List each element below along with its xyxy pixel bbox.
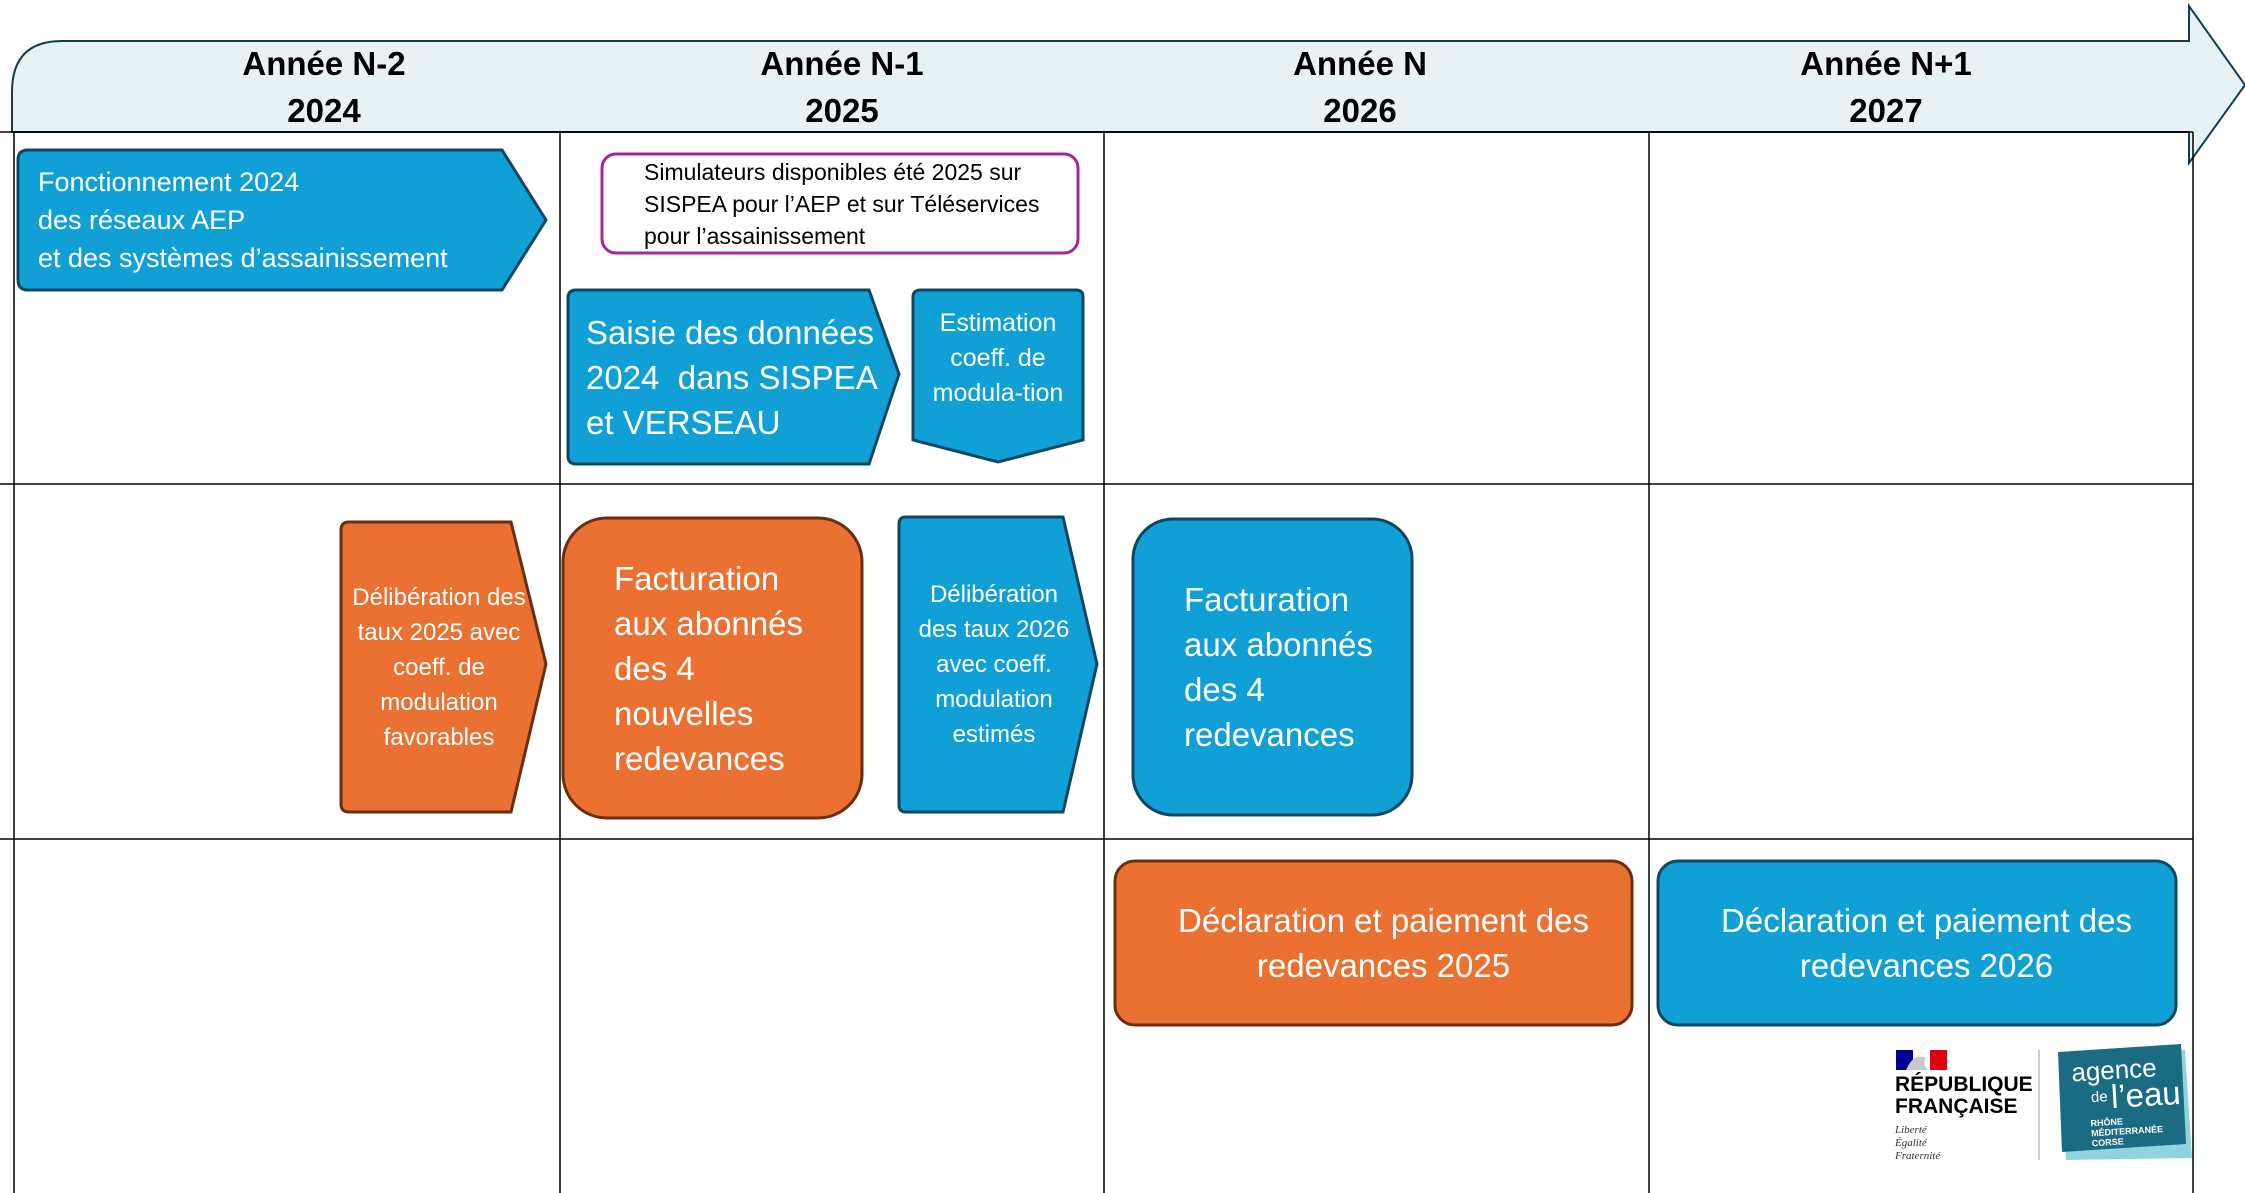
box-line: Estimation [939,309,1057,337]
facturation-nouvelles-box: Facturation aux abonnés des 4 nouvelles … [614,518,862,818]
header-col-n: Année N 2026 [1198,40,1522,134]
box-line: SISPEA pour l’AEP et sur Téléservices [644,190,1040,217]
header-label: Année N-1 [760,45,924,82]
box-line: favorables [383,723,495,751]
box-line: et VERSEAU [586,403,781,441]
box-line: modula-tion [932,379,1064,407]
marianne-icon [1896,1050,1947,1070]
box-line: redevances [1184,716,1355,753]
rf-motto-line: Égalité [1895,1137,1927,1149]
box-line: Déclaration et paiement des [1178,902,1589,939]
box-line: des 4 [1184,671,1265,708]
saisie-shape [566,288,901,466]
box-line: des taux 2026 [918,616,1070,643]
deliberation-2026-box: Délibération des taux 2026 avec coeff. m… [899,517,1089,812]
timeline-arrow [11,2,2245,167]
box-line: estimés [952,721,1036,748]
box-line: coeff. de [950,344,1046,372]
agence-eau-logo-shape [2058,1044,2192,1160]
box-line: coeff. de [393,653,485,681]
header-col-n+1: Année N+1 2027 [1724,40,2048,134]
box-line: redevances 2026 [1799,947,2054,984]
header-year: 2027 [1849,92,1923,129]
deliberation-2025-box: Délibération des taux 2025 avec coeff. d… [334,522,544,812]
box-line: Fonctionnement 2024 [38,167,300,197]
fonctionnement-box: Fonctionnement 2024 des réseaux AEP et d… [38,150,508,290]
simulateurs-shape [600,152,1080,255]
box-line: Délibération [929,581,1059,608]
rf-line-1: RÉPUBLIQUE [1895,1073,2033,1096]
header-label: Année N+1 [1800,45,1972,82]
agence-leau: l’eau [2109,1073,2182,1116]
simulateurs-box: Simulateurs disponibles été 2025 sur SIS… [644,154,1074,253]
declaration-2025-shape [1113,859,1634,1027]
header-year: 2024 [287,92,361,129]
facturation-4-box: Facturation aux abonnés des 4 redevances [1184,519,1412,815]
box-line: pour l’assainissement [644,222,866,249]
box-line: redevances [614,739,785,777]
box-line: des 4 [614,649,695,687]
declaration-2026-shape [1656,859,2178,1027]
box-line: Simulateurs disponibles été 2025 sur [644,158,1022,185]
box-line: et des systèmes d’assainissement [38,243,448,273]
fonctionnement-shape [16,148,548,292]
box-line: des réseaux AEP [38,205,246,235]
box-line: taux 2025 avec [357,618,521,646]
header-year: 2026 [1323,92,1397,129]
deliberation-2025-shape [339,520,548,814]
box-line: Facturation [614,559,780,597]
republique-francaise-logo: RÉPUBLIQUE FRANÇAISE Liberté Égalité Fra… [1895,1074,2035,1163]
saisie-box: Saisie des données 2024 dans SISPEA et V… [586,290,886,464]
estimation-shape [911,288,1085,464]
rf-line-2: FRANÇAISE [1895,1095,2018,1118]
box-line: aux abonnés [1184,626,1373,663]
declaration-2025-box: Déclaration et paiement des redevances 2… [1115,861,1652,1025]
header-label: Année N-2 [242,45,406,82]
deliberation-2026-shape [897,515,1099,814]
agence-de: de [2090,1088,2109,1107]
box-line: avec coeff. [936,651,1052,678]
rf-motto-line: Liberté [1895,1124,1927,1136]
agence-eau-logo: agence de l’eau RHÔNE MÉDITERRANÉE CORSE [2062,1043,2188,1150]
rf-motto: Liberté Égalité Fraternité [1895,1124,2035,1163]
rf-motto-line: Fraternité [1895,1150,1941,1162]
box-line: Saisie des données [586,313,875,351]
box-line: nouvelles [614,694,754,732]
box-line: Facturation [1184,581,1350,618]
facturation-4-shape [1131,517,1414,817]
estimation-box: Estimation coeff. de modula-tion [913,306,1083,446]
box-line: Déclaration et paiement des [1721,902,2132,939]
box-line: 2024 dans SISPEA [586,358,878,396]
header-col-n-2: Année N-2 2024 [162,40,486,134]
header-label: Année N [1293,45,1427,82]
agence-region: RHÔNE MÉDITERRANÉE CORSE [2090,1114,2164,1148]
box-line: modulation [380,688,498,716]
box-line: Délibération des [352,583,526,611]
declaration-2026-box: Déclaration et paiement des redevances 2… [1658,861,2195,1025]
box-line: modulation [935,686,1053,713]
box-line: aux abonnés [614,604,803,642]
header-col-n-1: Année N-1 2025 [680,40,1004,134]
header-year: 2025 [805,92,879,129]
grid-lines [0,131,2194,1193]
facturation-nouvelles-shape [561,516,864,820]
box-line: redevances 2025 [1256,947,1511,984]
